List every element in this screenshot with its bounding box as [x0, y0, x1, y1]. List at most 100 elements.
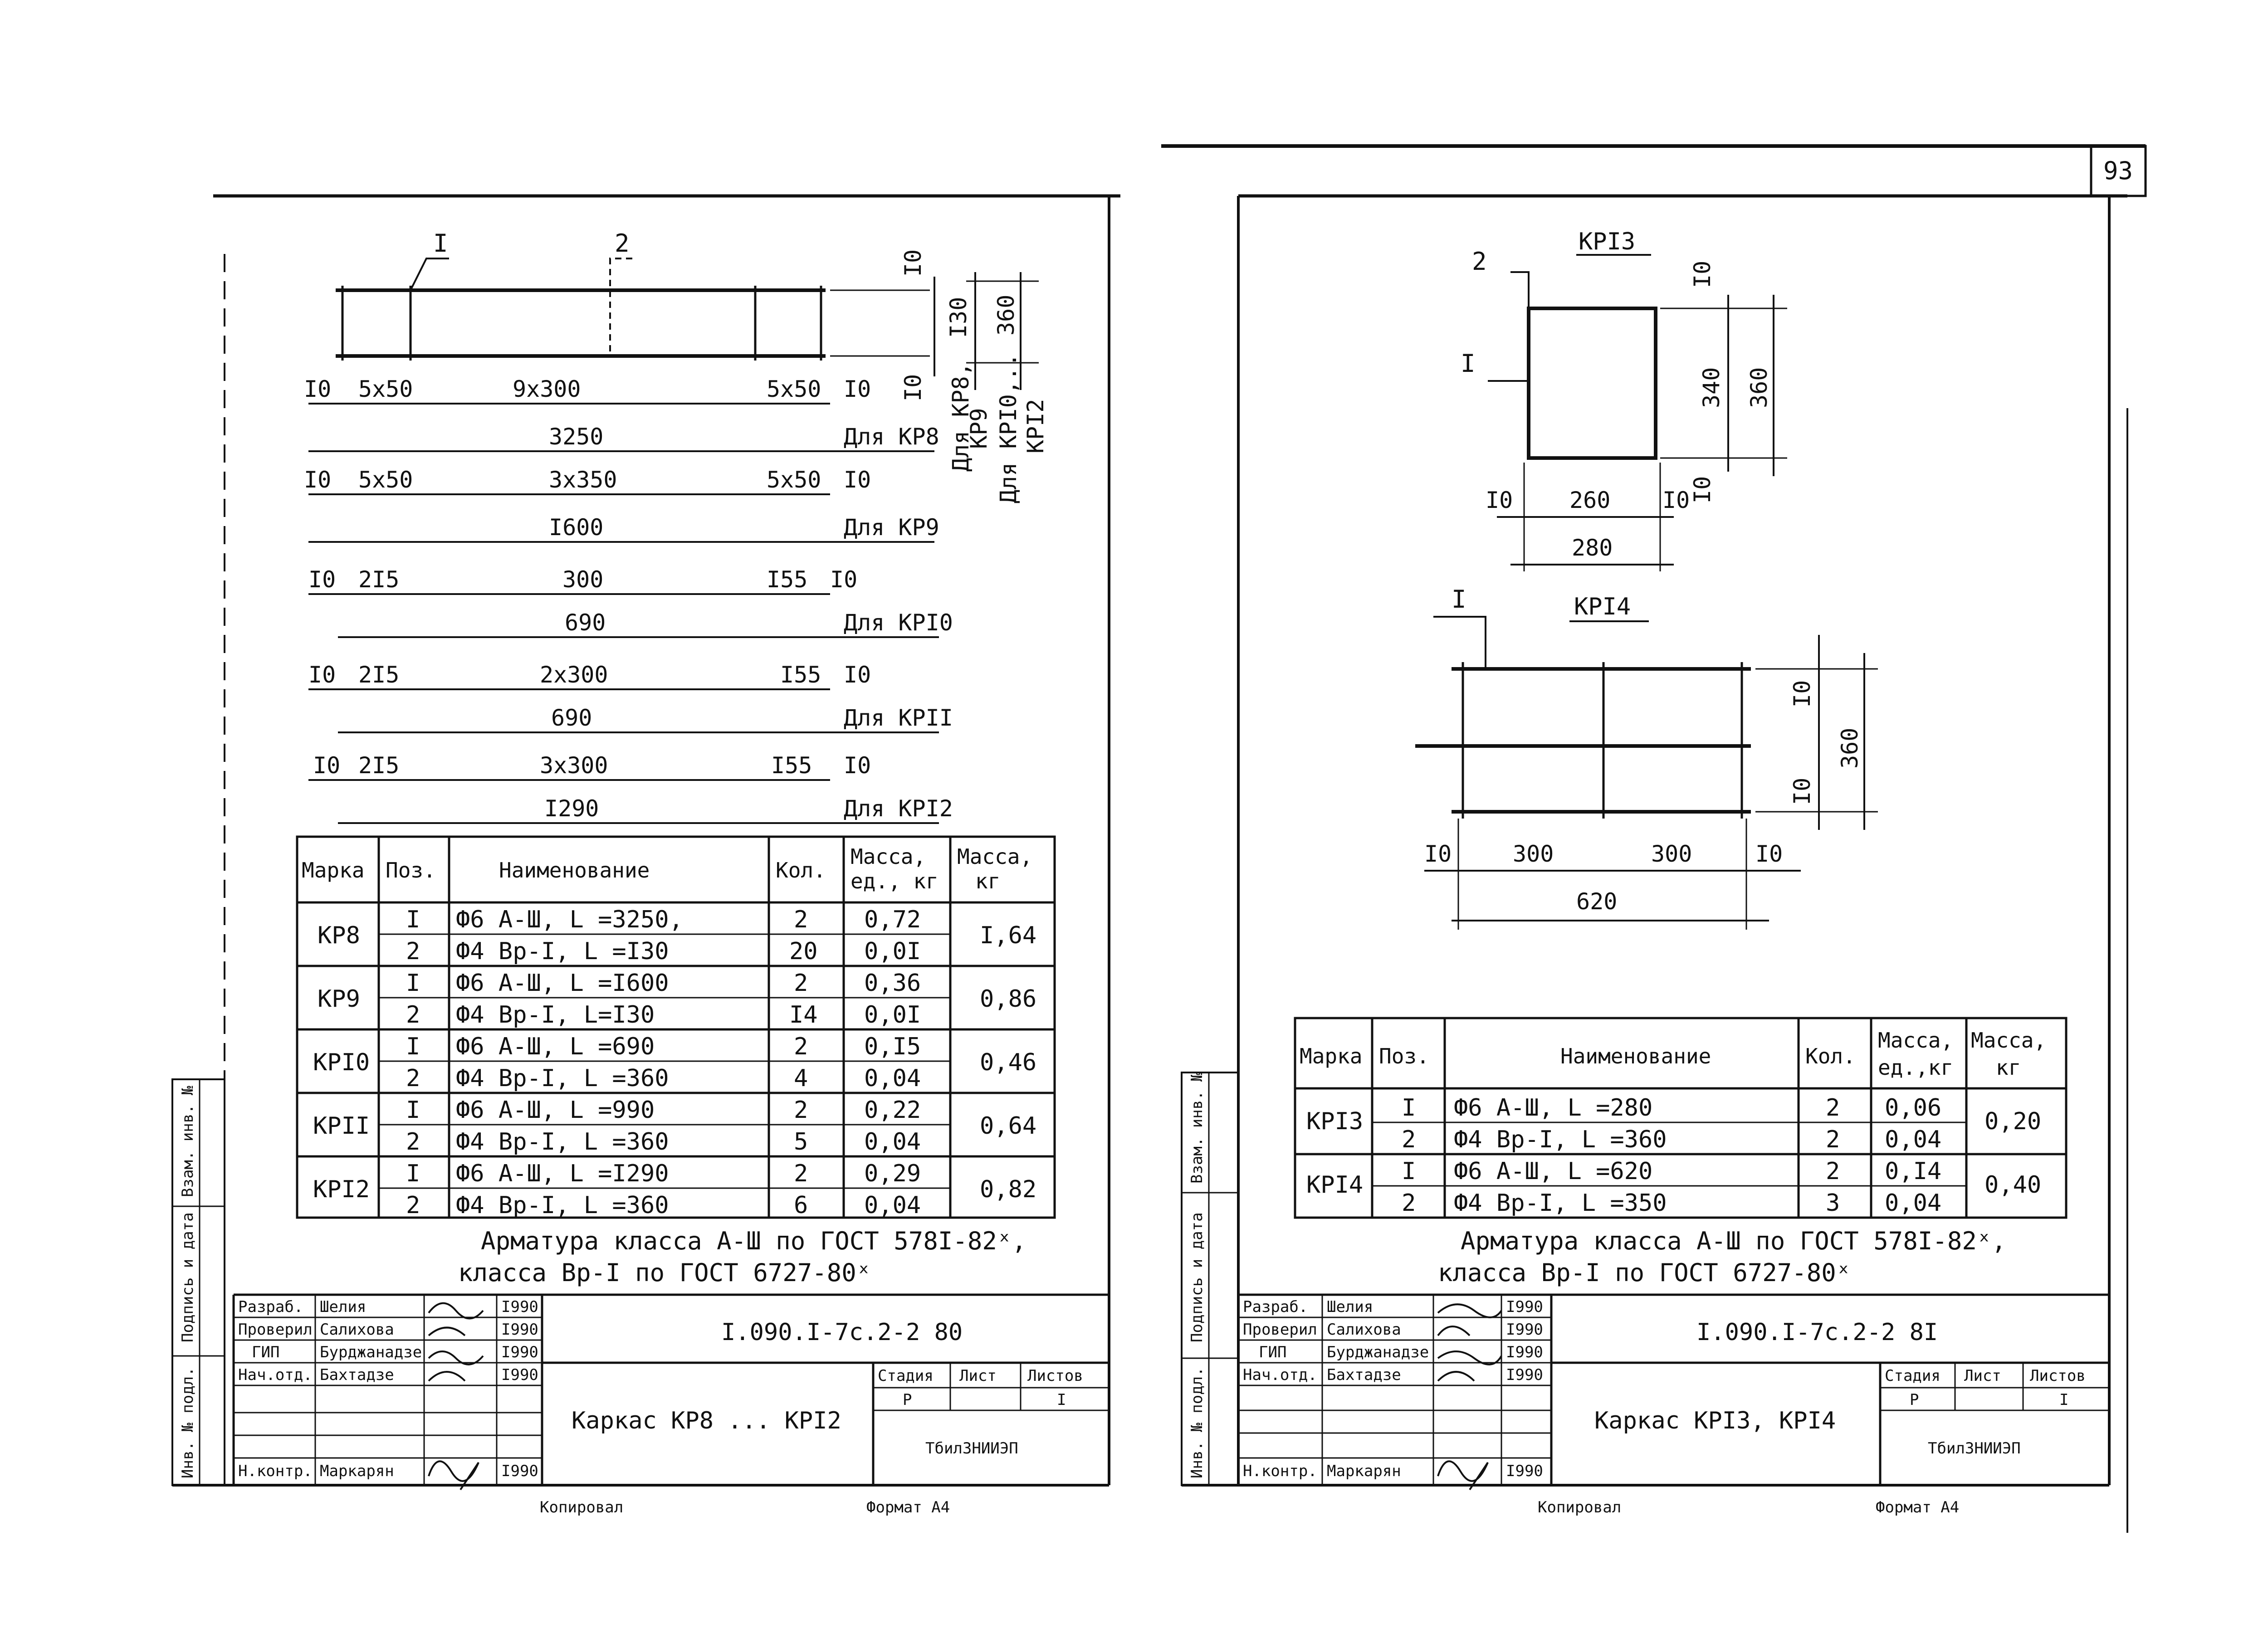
stamp-sheets-hdr: Листов	[2030, 1367, 2086, 1385]
stamp-code: I.090.I-7с.2-2 8I	[1696, 1319, 1938, 1346]
unit-mass: 0,04	[1885, 1190, 1941, 1217]
right-sheet: 93 Инв. № подл. Подпись и дата Взам. инв…	[1161, 144, 2147, 1533]
item-name: Ф4 Вр-I, L =360	[456, 1192, 669, 1219]
stamp-name: Маркарян	[320, 1462, 394, 1480]
th-name: Наименование	[499, 858, 650, 882]
item-name: Ф4 Вр-I, L =360	[456, 1128, 669, 1155]
unit-mass: 0,06	[1885, 1094, 1941, 1121]
dim-d: 5x50	[767, 376, 821, 402]
pos: 2	[406, 1192, 420, 1219]
stamp-name: Салихова	[1327, 1321, 1401, 1339]
item-name: Ф6 А-Ш, L =990	[456, 1097, 655, 1124]
vdim-10-bot: I0	[900, 374, 926, 401]
item-name: Ф4 Вр-I, L =I30	[456, 938, 669, 965]
qty: 2	[794, 906, 808, 933]
dim-c: 300	[562, 566, 603, 593]
total-kp12: 0,82	[980, 1176, 1036, 1203]
leader-2: 2	[615, 229, 630, 258]
side-label-sign: Подпись и дата	[1188, 1212, 1206, 1342]
unit-mass: 0,0I	[864, 938, 921, 965]
dim-e: I0	[844, 376, 871, 402]
signature-graphic	[428, 1302, 484, 1491]
title-block-right: Разраб. Шелия I990 Проверил Салихова I99…	[1238, 1293, 2109, 1491]
dim-c: 3x350	[549, 467, 617, 493]
stamp-year: I990	[501, 1462, 538, 1480]
mark-kp11: КРII	[313, 1112, 370, 1140]
item-name: Ф4 Вр-I, L=I30	[456, 1001, 655, 1029]
unit-mass: 0,36	[864, 970, 921, 997]
dim-d: 5x50	[767, 467, 821, 493]
unit-mass: 0,72	[864, 906, 921, 933]
dim-e: I0	[844, 467, 871, 493]
dim-c: 3x300	[540, 752, 608, 779]
kp14-title: КРI4	[1574, 593, 1631, 620]
stamp-year: I990	[501, 1298, 538, 1316]
rebar-note-line1: Арматура класса А-Ш по ГОСТ 578I-82ˣ,	[1461, 1227, 2006, 1255]
stamp-role: Нач.отд.	[238, 1366, 313, 1384]
unit-mass: 0,04	[864, 1065, 921, 1092]
title-block-left: Разраб. Шелия I990 Проверил Салихова I99…	[232, 1293, 1109, 1491]
side-label-inv: Инв. № подл.	[179, 1367, 197, 1478]
dim-label: Для КРI0	[844, 609, 953, 636]
stamp-sheet-hdr: Лист	[1964, 1367, 2001, 1385]
unit-mass: 0,04	[864, 1128, 921, 1155]
unit-mass: 0,04	[1885, 1126, 1941, 1153]
mark-kp12: КРI2	[313, 1176, 370, 1203]
dim-total: 3250	[549, 424, 603, 450]
dim-row-kp10: I0 2I5 300 I55 I0 690 Для КРI0	[308, 566, 953, 638]
kp13-leader-1: I	[1461, 349, 1476, 378]
stamp-sheets-hdr: Листов	[1027, 1367, 1083, 1385]
side-note-kp12: КРI2	[1022, 399, 1049, 453]
pos: 2	[406, 1128, 420, 1155]
pos: I	[406, 1097, 420, 1124]
stamp-title: Каркас КРI3, КРI4	[1594, 1407, 1836, 1434]
item-name: Ф6 А-Ш, L =620	[1454, 1158, 1652, 1185]
footer-format: Формат А4	[866, 1498, 950, 1516]
stamp-name: Бурджанадзе	[1327, 1343, 1429, 1361]
stamp-role: Нач.отд.	[1243, 1366, 1317, 1384]
kp13-dim-r10: I0	[1662, 487, 1690, 513]
kp13-dim-260: 260	[1569, 487, 1610, 513]
kp14-dim-620: 620	[1576, 888, 1617, 915]
qty: 2	[1826, 1126, 1840, 1153]
dim-a: I0	[304, 467, 331, 493]
vdim-10-top: I0	[900, 249, 926, 277]
stamp-year: I990	[1506, 1343, 1543, 1361]
stamp-year: I990	[501, 1366, 538, 1384]
total-kp10: 0,46	[980, 1049, 1036, 1076]
item-name: Ф4 Вр-I, L =360	[1454, 1126, 1667, 1153]
stamp-role: Разраб.	[238, 1298, 303, 1316]
kp14-dim-t10: I0	[1789, 680, 1815, 707]
dim-row-kp8: I0 5x50 9x300 5x50 I0 3250 Для КР8	[304, 376, 939, 452]
left-sheet: Инв. № подл. Подпись и дата Взам. инв. №…	[171, 194, 1120, 1516]
dim-row-kp11: I0 2I5 2x300 I55 I0 690 Для КРII	[308, 662, 953, 733]
stamp-name: Бурджанадзе	[320, 1343, 422, 1361]
stamp-sheet-hdr: Лист	[959, 1367, 997, 1385]
footer-format: Формат А4	[1876, 1498, 1959, 1516]
dim-row-kp12: I0 2I5 3x300 I55 I0 I290 Для КРI2	[308, 752, 953, 824]
item-name: Ф6 А-Ш, L =I600	[456, 970, 669, 997]
pos: 2	[1402, 1126, 1416, 1153]
th-qty: Кол.	[776, 858, 826, 882]
mark-kp8: КР8	[318, 922, 360, 949]
stamp-org: ТбилЗНИИЭП	[925, 1439, 1018, 1458]
qty: 2	[794, 1160, 808, 1187]
kp13-dim-top10: I0	[1689, 261, 1716, 288]
rebar-note-line1: Арматура класса А-Ш по ГОСТ 578I-82ˣ,	[481, 1227, 1026, 1255]
dim-label: Для КР8	[844, 424, 939, 450]
qty: 6	[794, 1192, 808, 1219]
kp14-dim-300a: 300	[1513, 841, 1554, 867]
kp14-dim-360: 360	[1837, 728, 1863, 769]
qty: 2	[794, 1097, 808, 1124]
dim-e: I0	[830, 566, 857, 593]
stamp-year: I990	[1506, 1366, 1543, 1384]
pos: I	[406, 1160, 420, 1187]
th-unit-mass: Масса,ед., кг	[850, 844, 938, 893]
total-kp13: 0,20	[1984, 1108, 2041, 1135]
carcass-kp8-drawing: I 2 I0 I30 360 I0 Для КР8, КР9 Для КРI0,…	[336, 229, 1049, 503]
th-unit-mass: Масса,ед.,кг	[1878, 1028, 1953, 1080]
unit-mass: 0,I5	[864, 1033, 921, 1060]
kp13-dim-l10: I0	[1486, 487, 1513, 513]
item-name: Ф4 Вр-I, L =360	[456, 1065, 669, 1092]
